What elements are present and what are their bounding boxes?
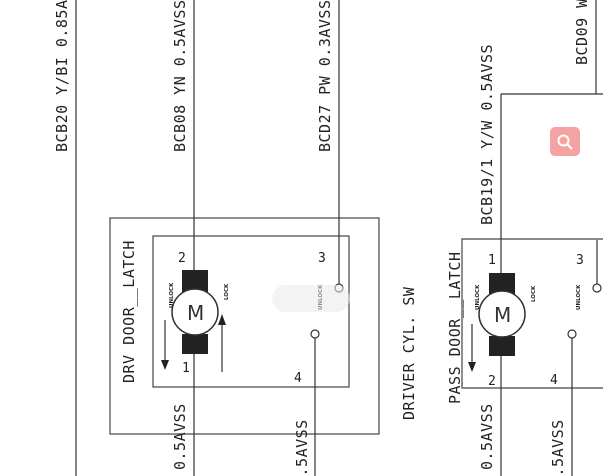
wire-label-bcd09: BCD09 W [573,0,591,65]
search-button[interactable] [550,127,580,156]
pass-arrow-head [468,362,476,372]
pass-lock-label: LOCK [531,285,537,302]
drv-motor-top-block [182,270,208,292]
drv-pin-4: 4 [294,371,302,386]
wire-label-pass-pin1: 0.5AVSS [478,403,496,470]
pass-motor-bottom-block [489,336,515,356]
pass-pin-3: 3 [576,253,584,268]
drv-motor-bottom-block [182,334,208,354]
pass-unlock-label: UNLOCK [475,284,481,310]
drv-latch-inner-box [152,235,350,388]
wire-label-bcb19: BCB19/1 Y/W 0.5AVSS [478,44,496,225]
drv-pin-1: 1 [182,361,190,376]
drv-pin-3: 3 [318,251,326,266]
wire-label-drv-pin4: 0.5AVSS [293,419,311,476]
wire-label-bcd27: BCD27 PW 0.3AVSS [316,0,334,152]
pass-switch-unlock-label: UNLOCK [576,284,582,310]
component-label-drv-latch: DRV DOOR__LATCH [120,240,138,383]
component-label-pass-latch: PASS DOOR__LATCH [446,252,464,405]
selection-highlight [272,285,350,312]
pass-pin-1: 1 [488,253,496,268]
wire-label-bcb08: BCB08 YN 0.5AVSS [171,0,189,152]
pass-switch-contact-3 [592,283,602,293]
pass-motor-circle [478,290,526,338]
component-label-driver-sw: DRIVER CYL. SW [400,286,418,420]
drv-arrow-down-head [161,360,169,370]
drv-latch-outer-box [109,217,380,435]
drv-lock-label: LOCK [224,283,230,300]
drv-motor-circle [171,288,219,336]
drv-arrow-up-head [218,314,226,325]
wire-label-bcb20: BCB20 Y/BI 0.85AV [53,0,71,152]
pass-motor-top-block [489,273,515,295]
wire-label-drv-pin1: 0.5AVSS [171,403,189,470]
drv-pin-2: 2 [178,251,186,266]
pass-switch-contact-4 [567,329,577,339]
drv-unlock-label: UNLOCK [169,282,175,308]
pass-motor-label: M [494,303,511,327]
pass-pin-4: 4 [550,373,558,388]
pass-latch-inner-box [461,238,603,389]
pass-pin-2: 2 [488,374,496,389]
search-icon [557,134,573,150]
drv-switch-contact-4 [310,329,320,339]
wire-label-pass-pin4: 0.5AVSS [549,419,567,476]
drv-motor-label: M [187,301,204,325]
